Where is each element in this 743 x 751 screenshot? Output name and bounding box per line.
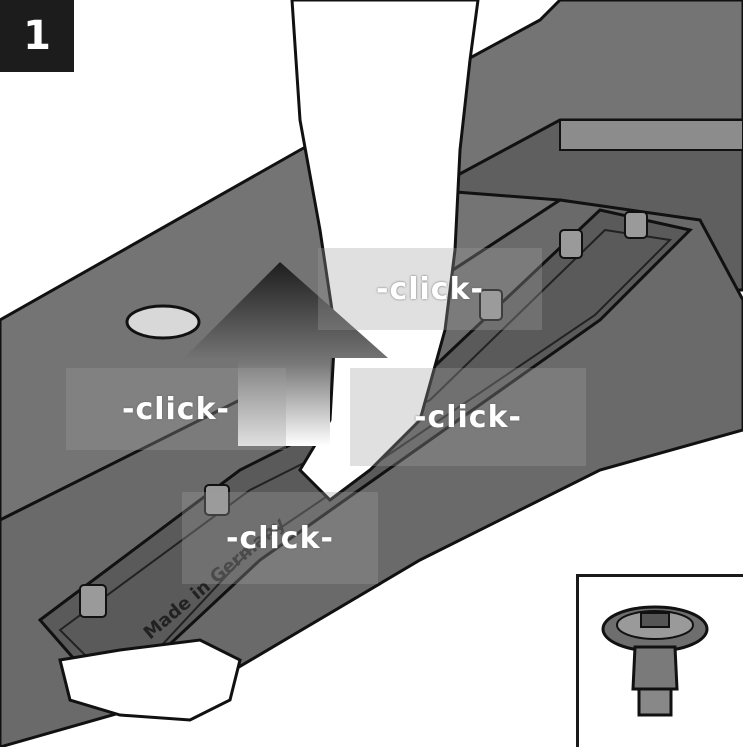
hand-icon (290, 0, 480, 502)
click-label-bottom: -click- (182, 492, 378, 584)
click-label-right: -click- (350, 368, 586, 466)
up-arrow-icon (184, 262, 388, 446)
clip-row (79, 211, 648, 618)
valve-plug-icon (601, 605, 709, 717)
housing-round-cap (125, 304, 201, 340)
lower-hand (58, 638, 242, 722)
click-label-left: -click- (66, 368, 286, 450)
click-label-top: -click- (318, 248, 542, 330)
plug-detail-inset (576, 574, 743, 747)
step-number-badge: 1 (0, 0, 74, 72)
